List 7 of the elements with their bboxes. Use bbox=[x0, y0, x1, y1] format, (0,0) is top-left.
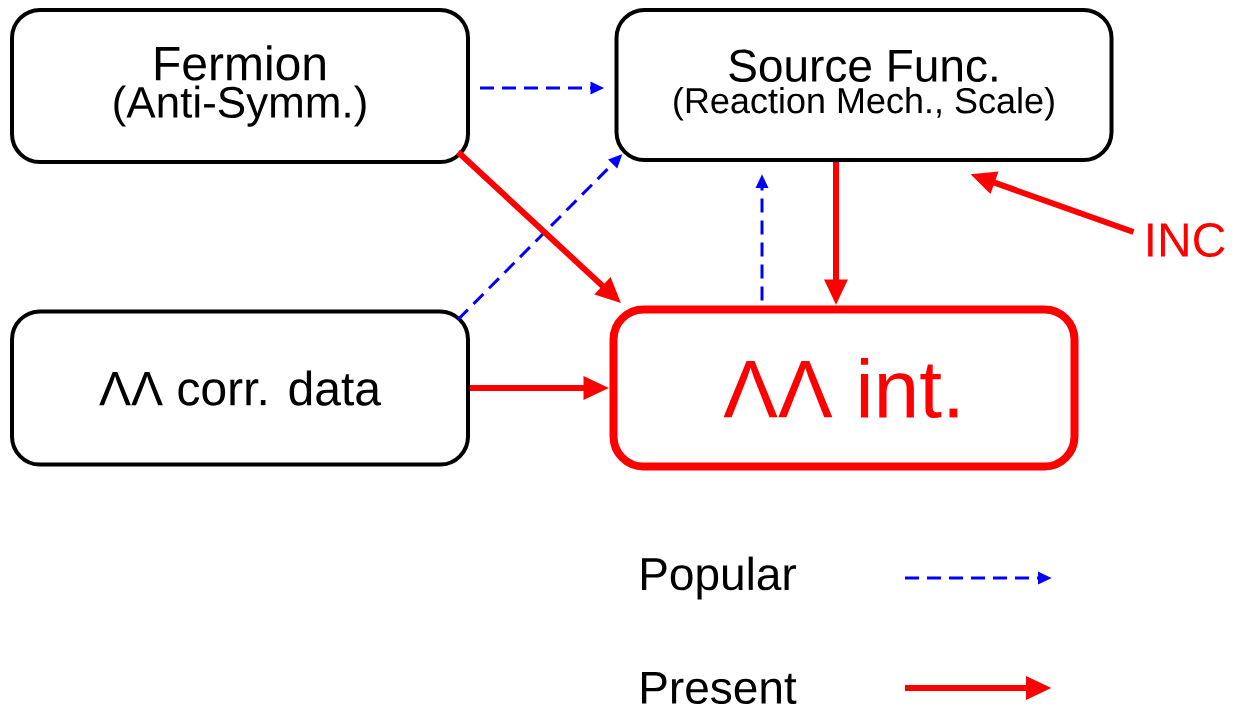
rounded-box: ΛΛ corr. data bbox=[10, 309, 470, 467]
legend-label: Present bbox=[642, 671, 797, 705]
rounded-box: Source Func. (Reaction Mech., Scale) bbox=[614, 8, 1114, 162]
rounded-box: Fermion (Anti-Symm.) bbox=[10, 8, 470, 164]
rounded-box: ΛΛ int. bbox=[609, 305, 1079, 471]
node-label: INC bbox=[1148, 223, 1225, 257]
legend-label: Popular bbox=[642, 556, 796, 600]
